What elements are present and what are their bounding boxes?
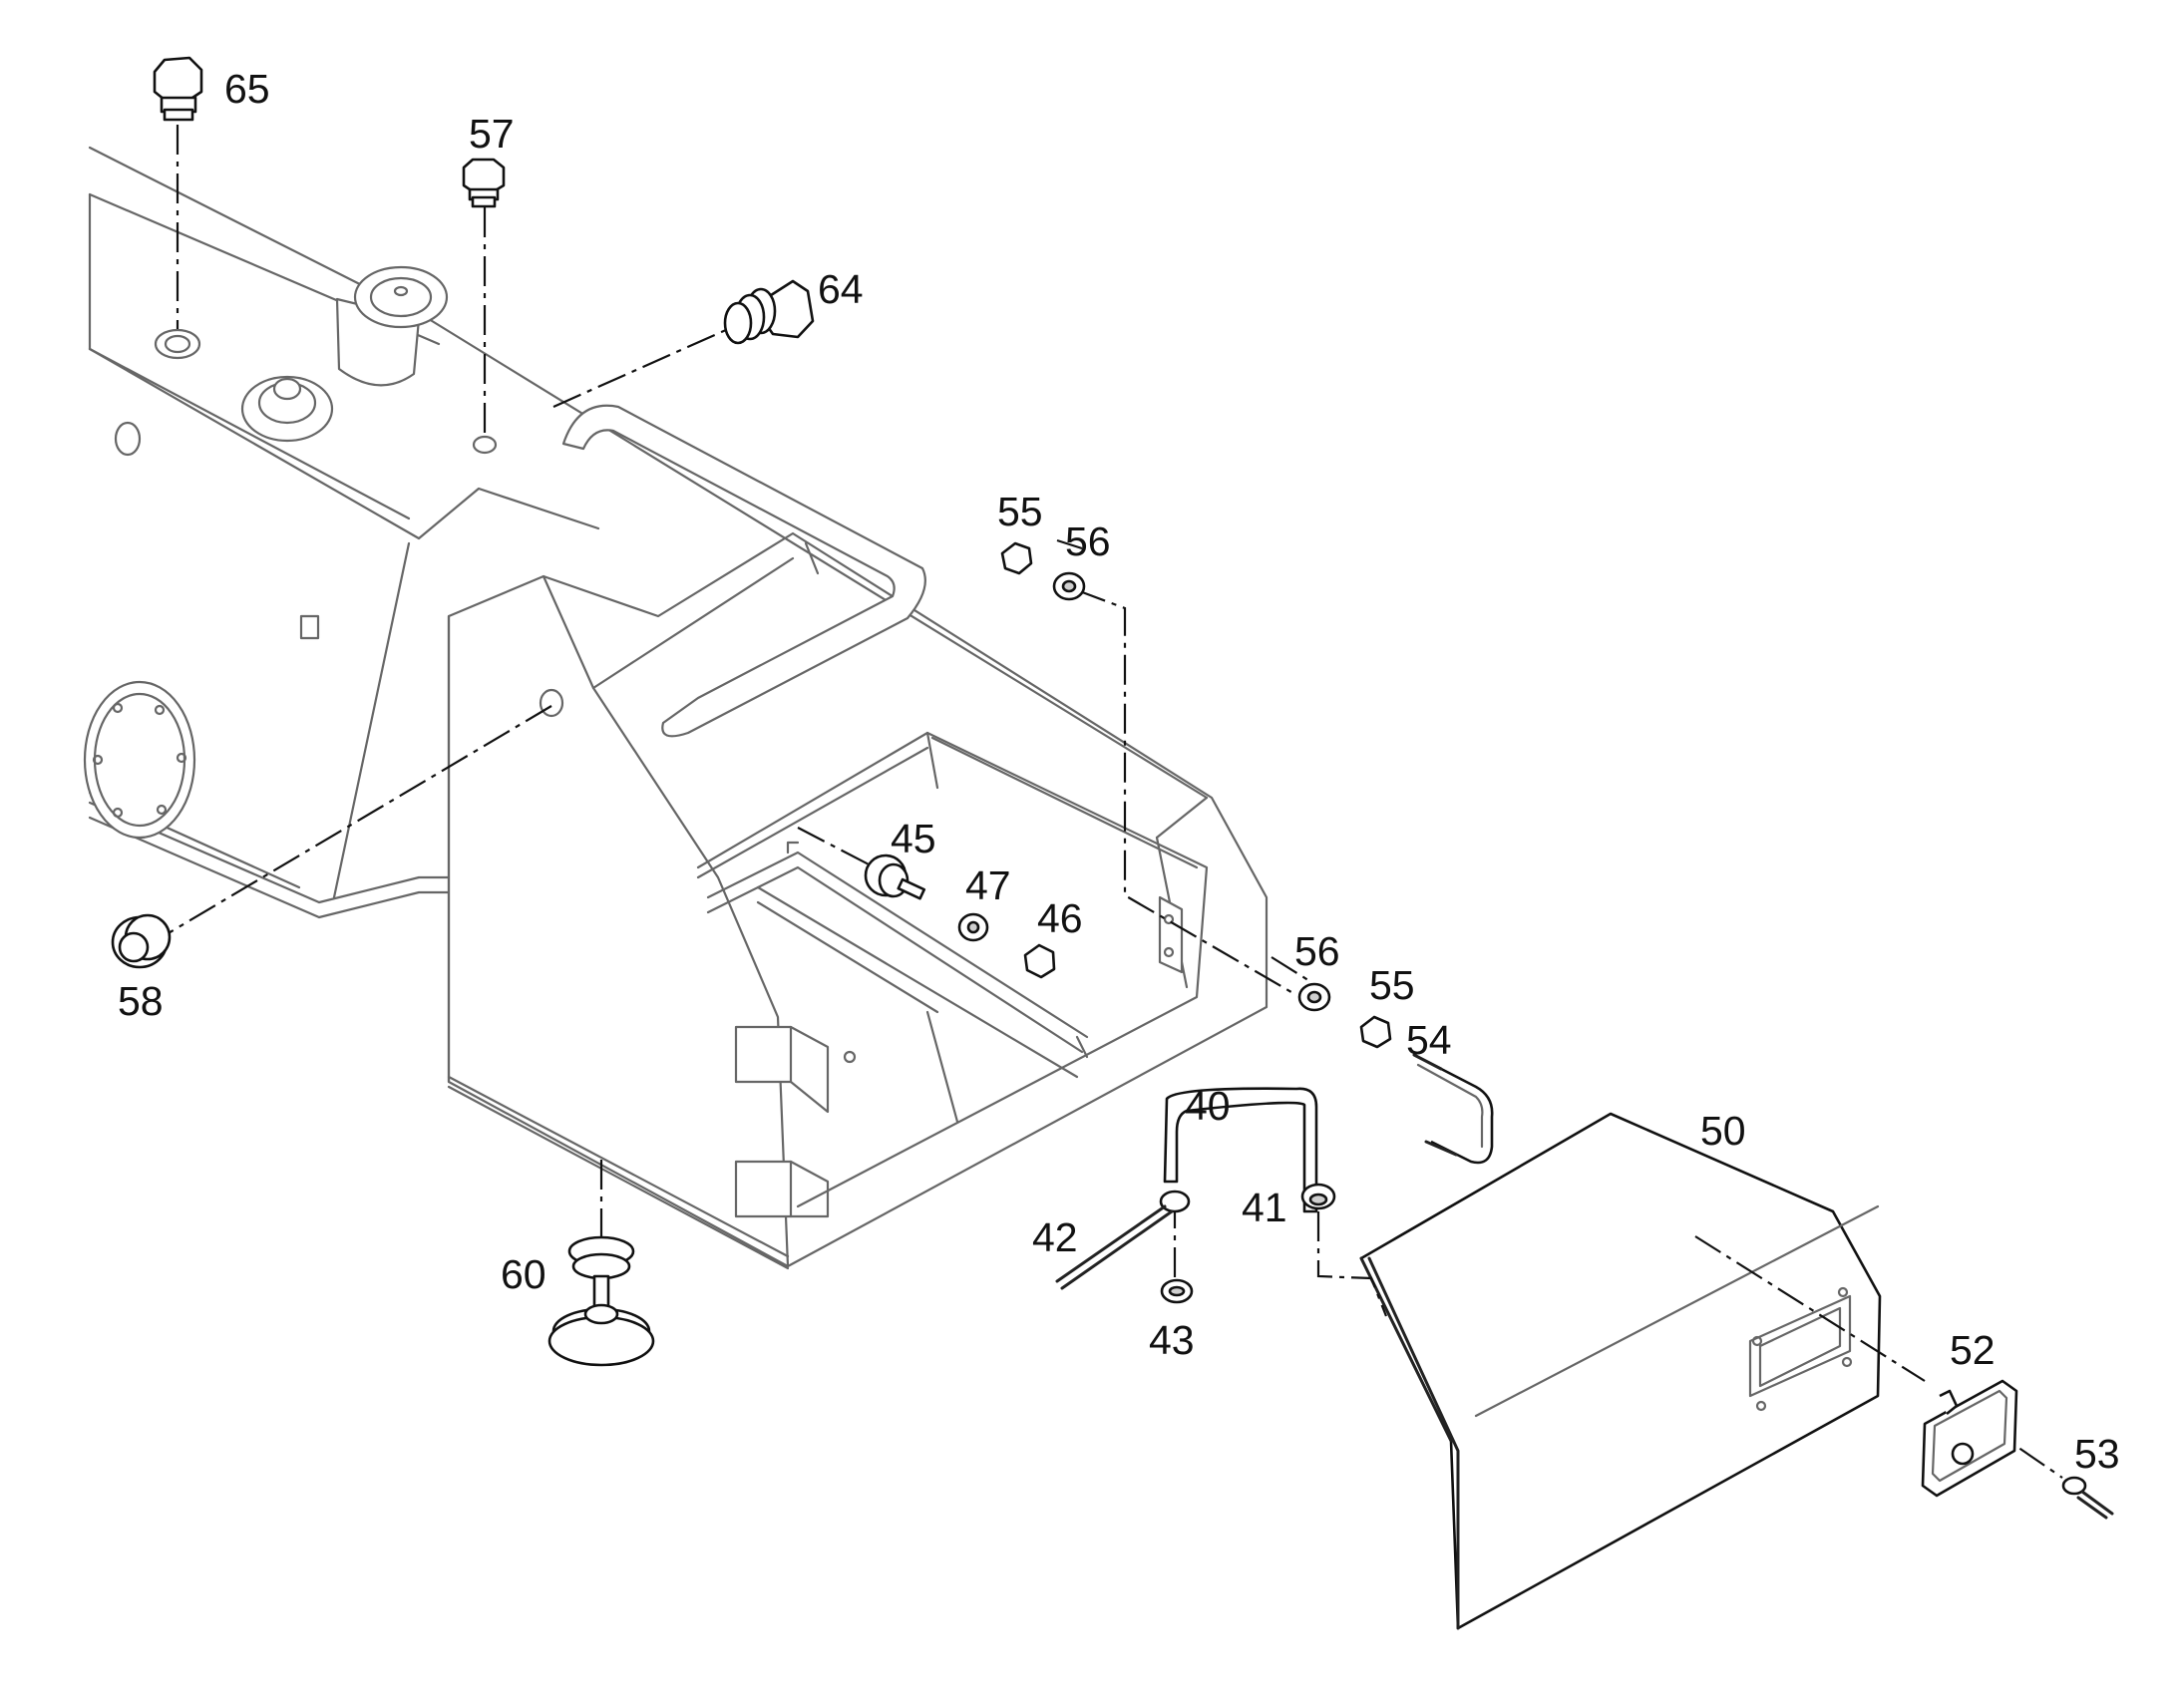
callout-56: 56: [1065, 518, 1111, 564]
callout-41: 41: [1242, 1185, 1287, 1230]
nut-46: [1023, 943, 1056, 979]
u-bolt-54: [1412, 1053, 1494, 1165]
cover-panel: [1359, 1112, 1882, 1630]
callout-43: 43: [1149, 1317, 1195, 1363]
machine-body: [83, 146, 1269, 1270]
callout-50: 50: [1700, 1108, 1746, 1154]
callout-57: 57: [469, 111, 515, 157]
callout-52: 52: [1950, 1327, 1996, 1373]
callout-45: 45: [891, 816, 936, 861]
bushing-64: [723, 279, 815, 345]
callout-42: 42: [1032, 1214, 1078, 1260]
small-parts: [111, 56, 2114, 1520]
callout-46: 46: [1037, 895, 1083, 941]
callout-60: 60: [501, 1251, 546, 1297]
screw-53: [2061, 1476, 2114, 1520]
plug-57: [462, 158, 506, 208]
washer-43: [1160, 1278, 1194, 1304]
nut-55b: [1359, 1015, 1392, 1049]
plug-65: [153, 56, 203, 122]
callout-labels: 65 57 64 55 56 45 47 46 56 55 54 58 40 5…: [118, 66, 2120, 1477]
grommet-41: [1300, 1183, 1336, 1210]
pin-42: [1055, 1190, 1191, 1290]
callout-40: 40: [1185, 1083, 1231, 1129]
callout-55: 55: [997, 489, 1043, 534]
washer-56a: [1052, 571, 1086, 601]
callout-56: 56: [1294, 928, 1340, 974]
rod-40: [1163, 1087, 1318, 1213]
callout-53: 53: [2074, 1431, 2120, 1477]
nut-55a: [1000, 541, 1033, 575]
mount-45: [864, 854, 926, 900]
washer-47: [957, 912, 989, 942]
callout-64: 64: [818, 266, 864, 312]
latch-52: [1921, 1379, 2018, 1498]
grommet-58: [111, 913, 172, 969]
callout-58: 58: [118, 978, 164, 1024]
callout-47: 47: [965, 862, 1011, 908]
callout-65: 65: [224, 66, 270, 112]
washer-56b: [1297, 982, 1331, 1012]
callout-55: 55: [1369, 962, 1415, 1008]
callout-54: 54: [1406, 1017, 1452, 1063]
leveling-foot-60: [547, 1235, 655, 1367]
